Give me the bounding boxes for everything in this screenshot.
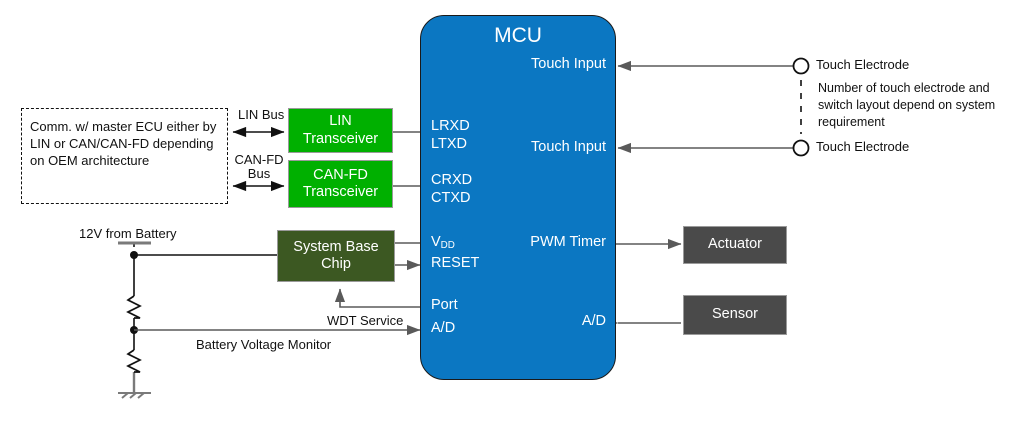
mcu-block[interactable] (420, 15, 616, 380)
resistor-lower (126, 349, 142, 373)
resistor-upper (126, 295, 142, 319)
ecu-note-box (21, 108, 228, 204)
actuator-block[interactable]: Actuator (683, 226, 787, 264)
mcu-pin-vdd-base: V (431, 234, 441, 250)
sbc-line2: Chip (321, 256, 351, 272)
mcu-pin-pwm-timer: PWM Timer (530, 234, 606, 250)
mcu-pin-lrxd: LRXD (431, 118, 470, 134)
mcu-pin-ctxd: CTXD (431, 190, 471, 206)
sensor-block[interactable]: Sensor (683, 295, 787, 335)
sbc-line1: System Base (293, 238, 379, 255)
can-bus-label-line1: CAN-FD (234, 152, 284, 167)
mcu-pin-vdd-subscript: DD (440, 239, 455, 251)
mcu-pin-ltxd: LTXD (431, 136, 467, 152)
sensor-label: Sensor (712, 306, 758, 323)
touch-electrode-top-node (792, 57, 810, 75)
system-base-chip-block[interactable]: System Base Chip (277, 230, 395, 282)
battery-voltage-monitor-label: Battery Voltage Monitor (196, 337, 332, 352)
lin-transceiver-line2: Transceiver (302, 130, 379, 147)
lin-bus-label: LIN Bus (238, 107, 285, 122)
mcu-pin-port: Port (431, 297, 458, 313)
touch-electrode-top-label: Touch Electrode (816, 57, 910, 72)
mcu-pin-vdd: VDD (431, 234, 455, 251)
ground-symbol (118, 392, 151, 399)
can-transceiver-line1: CAN-FD (313, 166, 368, 183)
touch-electrode-note: Number of touch electrode and switch lay… (818, 81, 996, 129)
mcu-pin-ad-right: A/D (581, 313, 606, 329)
touch-electrode-bottom-node (792, 139, 810, 157)
wdt-service-label: WDT Service (327, 313, 404, 328)
lin-transceiver-line1: LIN (329, 113, 352, 130)
wire-wdt-service (334, 288, 420, 308)
mcu-pin-crxd: CRXD (431, 172, 473, 188)
ecu-note-text: Comm. w/ master ECU either by LIN or CAN… (30, 119, 217, 169)
actuator-label: Actuator (708, 236, 762, 253)
touch-electrode-bottom-label: Touch Electrode (816, 139, 910, 154)
mcu-pin-touch-input-top: Touch Input (531, 56, 606, 72)
can-bus-label-line2: Bus (247, 166, 271, 181)
mcu-pin-ad-left: A/D (431, 320, 456, 336)
can-fd-transceiver-block[interactable]: CAN-FD Transceiver (288, 160, 393, 208)
mcu-pin-reset: RESET (431, 255, 480, 271)
lin-transceiver-block[interactable]: LIN Transceiver (288, 108, 393, 153)
mcu-title: MCU (494, 24, 542, 47)
wire-battery-rail (118, 241, 151, 393)
mcu-pin-touch-input-bottom: Touch Input (531, 139, 606, 155)
can-transceiver-line2: Transceiver (302, 184, 379, 200)
battery-source-label: 12V from Battery (79, 226, 177, 241)
